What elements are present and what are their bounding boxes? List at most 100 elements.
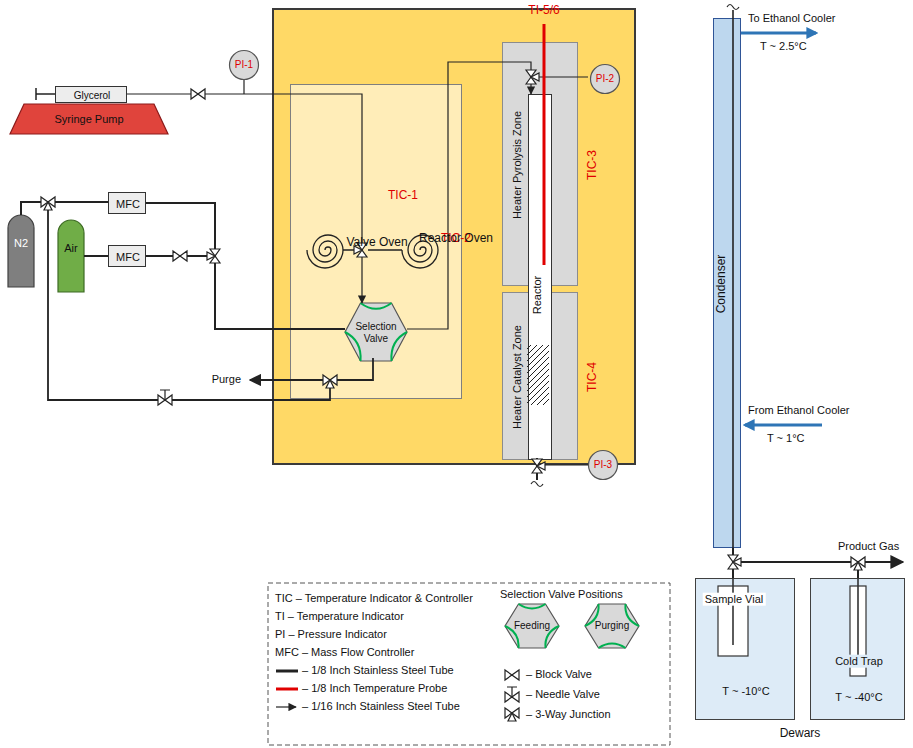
syringe-pump: Syringe Pump xyxy=(10,104,168,134)
legend-text: PI – Pressure Indicator xyxy=(275,628,387,641)
node-outline xyxy=(8,215,34,287)
node-label: PI-1 xyxy=(235,59,253,71)
gas-cylinder: Air xyxy=(58,220,84,292)
annotation: Dewars xyxy=(780,727,821,741)
node-label: Reactor xyxy=(531,276,544,315)
valve-symbol xyxy=(207,249,220,263)
tube-line xyxy=(21,202,108,215)
mass-flow-controller: MFC xyxy=(108,192,146,214)
pressure-indicator: PI-2 xyxy=(590,64,620,94)
valve-symbol xyxy=(41,197,55,210)
feed-line xyxy=(127,94,362,303)
annotation: Product Gas xyxy=(838,540,899,553)
tube-line xyxy=(146,256,345,329)
collection-vessel xyxy=(718,578,866,676)
node-sublabel: Valve Oven xyxy=(346,236,407,250)
pressure-tap xyxy=(537,464,588,465)
flow-passage xyxy=(345,332,361,361)
node-label: Cold Trap xyxy=(833,655,885,668)
temperature-probe xyxy=(544,24,545,265)
valve-position: Feeding xyxy=(505,604,559,648)
legend-text: MFC – Mass Flow Controller xyxy=(275,646,414,659)
legend-frame xyxy=(268,583,670,745)
reactor-tube: Reactor xyxy=(528,94,552,460)
feed-line xyxy=(407,62,531,329)
node-sublabel: TIC-4 xyxy=(586,362,600,392)
tube-line xyxy=(733,548,858,578)
valve-position: Purging xyxy=(585,604,639,648)
purge-line xyxy=(48,202,373,400)
valve-symbol xyxy=(158,390,172,405)
valve-symbol xyxy=(532,459,545,473)
legend-frame xyxy=(268,583,670,745)
node-label: Selection Valve xyxy=(352,321,400,344)
node-label: PI-2 xyxy=(596,73,614,85)
preheat-coil xyxy=(307,235,438,268)
coolant-arrow xyxy=(741,33,822,425)
node-sublabel: T ~ -40°C xyxy=(835,691,882,704)
purge-line xyxy=(48,202,330,400)
node-label: Air xyxy=(64,242,77,255)
dewar: Sample VialT ~ -10°C xyxy=(695,578,795,720)
syringe: Glycerol xyxy=(55,86,127,103)
syringe-plunger xyxy=(36,88,55,100)
valve-symbol xyxy=(191,89,205,99)
condenser: Condenser xyxy=(713,18,741,548)
coolant-arrow xyxy=(745,424,822,427)
preheat-coil xyxy=(402,235,438,268)
legend-sample xyxy=(505,708,519,721)
node-label: Feeding xyxy=(514,620,550,632)
legend-text: – 1/16 Inch Stainless Steel Tube xyxy=(302,700,460,713)
node-label: TIC-1 xyxy=(388,189,418,203)
catalyst-bed xyxy=(527,345,549,405)
condenser-tube xyxy=(727,5,739,10)
valve-symbol xyxy=(323,375,337,388)
annotation: From Ethanol Cooler xyxy=(748,404,850,417)
flow-passage xyxy=(361,303,392,309)
node-label: Purging xyxy=(595,620,629,632)
legend-text: – 1/8 Inch Stainless Steel Tube xyxy=(302,664,454,677)
legend-sample xyxy=(505,670,519,680)
preheat-coil xyxy=(307,235,343,268)
mass-flow-controller: MFC xyxy=(108,245,146,267)
node-sublabel: T ~ -10°C xyxy=(722,685,769,698)
selection-valve: Selection Valve xyxy=(345,303,407,361)
condenser-tube xyxy=(732,10,734,548)
node-label: N2 xyxy=(14,237,28,250)
node-label: Glycerol xyxy=(74,90,111,102)
legend-text: TIC – Temperature Indicator & Controller xyxy=(275,592,473,605)
annotation: To Ethanol Cooler xyxy=(748,12,835,25)
syringe-plunger xyxy=(36,93,55,95)
collection-vessel xyxy=(857,578,859,662)
annotation: T ~ 2.5°C xyxy=(760,40,807,53)
flow-passage xyxy=(391,332,407,361)
legend-sample xyxy=(276,670,298,673)
gas-cylinder: N2 xyxy=(8,215,34,287)
pressure-tap xyxy=(539,76,588,77)
valve-symbol xyxy=(354,243,367,257)
valve-symbol xyxy=(728,555,741,569)
reactor-outlet xyxy=(536,458,538,480)
node-sublabel: Reactor Oven xyxy=(419,232,493,246)
node-label: PI-3 xyxy=(594,459,612,471)
annotation: TI-5/6 xyxy=(528,4,559,18)
tube-line xyxy=(84,255,108,257)
legend-sample xyxy=(276,670,519,721)
tube-line xyxy=(732,548,734,578)
valve-symbol xyxy=(851,557,865,570)
purge-line xyxy=(250,358,373,380)
product-gas-line xyxy=(862,561,903,563)
reactor-outlet xyxy=(531,458,543,487)
node-label: Condenser xyxy=(715,255,729,314)
dewar: Cold Trap T ~ -40°C xyxy=(810,578,905,720)
pressure-tap xyxy=(243,80,244,94)
node-label: Heater Pyrolysis Zone xyxy=(511,111,524,219)
syringe-plunger xyxy=(35,88,37,100)
catalyst-bed xyxy=(527,345,549,405)
node-label: MFC xyxy=(116,251,140,264)
legend-sample xyxy=(276,706,296,707)
